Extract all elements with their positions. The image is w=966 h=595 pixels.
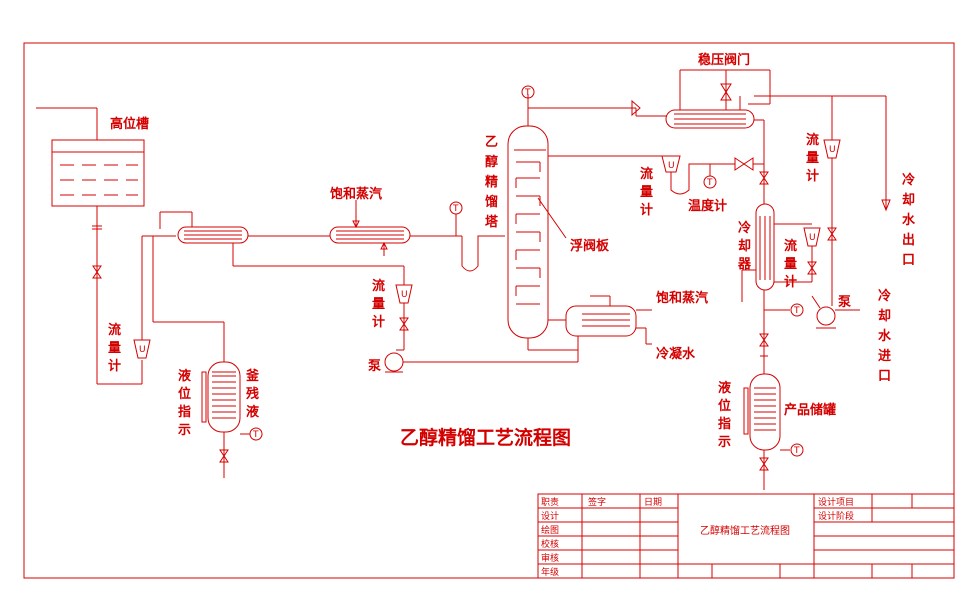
label-residue: 釜残液 xyxy=(245,368,260,420)
tb-row-3: 校核 xyxy=(541,538,559,550)
condenser xyxy=(665,69,891,306)
tb-row-4: 审核 xyxy=(541,552,559,564)
temp-sensor-product xyxy=(790,443,804,457)
label-pump-right: 泵 xyxy=(838,295,851,310)
U-flow-right-top: U xyxy=(829,145,836,155)
tb-row-0: 职责 xyxy=(541,496,559,508)
T-cooler: T xyxy=(793,306,800,316)
label-float-valve-plate: 浮阀板 xyxy=(570,238,610,254)
pump-right xyxy=(811,295,860,329)
cooler xyxy=(741,203,821,374)
tb-col-date: 日期 xyxy=(644,497,662,508)
product-tank xyxy=(743,373,804,490)
label-level-left: 液位指示 xyxy=(178,368,191,438)
temp-sensor-cooler xyxy=(790,303,804,317)
label-flow-mid: 流量计 xyxy=(372,278,385,330)
label-steam-right: 饱和蒸汽 xyxy=(655,290,708,306)
T-product: T xyxy=(793,446,800,456)
diagram-title: 乙醇精馏工艺流程图 xyxy=(400,426,571,449)
label-cool-water-out: 冷却水出口 xyxy=(902,172,916,268)
drawing-frame xyxy=(23,42,955,579)
label-product-tank: 产品储罐 xyxy=(784,402,836,418)
U-flow-right: U xyxy=(809,233,816,243)
high-level-tank xyxy=(36,107,145,207)
preheater-2 xyxy=(329,200,505,272)
T-gauge: T xyxy=(706,178,713,188)
overhead-line xyxy=(527,99,764,195)
tb-row-1: 设计 xyxy=(541,510,559,522)
T-residue: T xyxy=(252,430,259,440)
feed-line xyxy=(92,206,143,385)
U-flow-mid: U xyxy=(401,290,408,300)
pump-mid xyxy=(384,336,579,373)
label-flow-top: 流量计 xyxy=(640,166,653,218)
label-cool-water-in: 冷却水进口 xyxy=(878,288,892,384)
pump-feed-line xyxy=(395,266,413,351)
label-column: 乙醇精馏塔 xyxy=(484,135,499,230)
U-flow-left: U xyxy=(139,345,146,355)
residue-tank xyxy=(201,361,263,478)
reboiler xyxy=(548,295,652,345)
temp-gauge xyxy=(703,175,717,189)
tb-right-1: 设计阶段 xyxy=(818,510,854,522)
T-column-top: T xyxy=(524,88,531,98)
label-cooler: 冷却器 xyxy=(737,220,752,272)
distillation-column xyxy=(507,85,578,351)
label-level-right: 液位指示 xyxy=(718,380,731,450)
label-steam-mid: 饱和蒸汽 xyxy=(329,186,382,202)
tb-row-5: 年级 xyxy=(541,566,559,578)
label-flow-right: 流量计 xyxy=(784,238,797,290)
tb-right-0: 设计项目 xyxy=(818,496,854,508)
label-high-tank: 高位槽 xyxy=(110,116,149,132)
label-flow-right-top: 流量计 xyxy=(806,132,819,184)
tb-row-2: 绘图 xyxy=(541,524,559,536)
tb-col-signature: 签字 xyxy=(588,496,606,508)
T-feed: T xyxy=(452,204,459,214)
temp-sensor-feed xyxy=(449,201,463,215)
temp-sensor-column-top xyxy=(521,85,535,99)
temp-sensor-residue xyxy=(249,427,263,441)
label-pump-mid: 泵 xyxy=(368,359,381,374)
U-flow-top: U xyxy=(668,161,675,171)
label-pressure-valve: 稳压阀门 xyxy=(698,52,750,68)
flowmeter-left xyxy=(133,339,151,359)
label-temp-gauge: 温度计 xyxy=(688,198,727,214)
tb-center-title: 乙醇精馏工艺流程图 xyxy=(700,524,790,537)
title-block xyxy=(537,493,955,579)
label-condensate: 冷凝水 xyxy=(656,346,696,362)
preheater-1 xyxy=(152,211,404,362)
label-flow-left-v: 流量计 xyxy=(108,322,121,374)
